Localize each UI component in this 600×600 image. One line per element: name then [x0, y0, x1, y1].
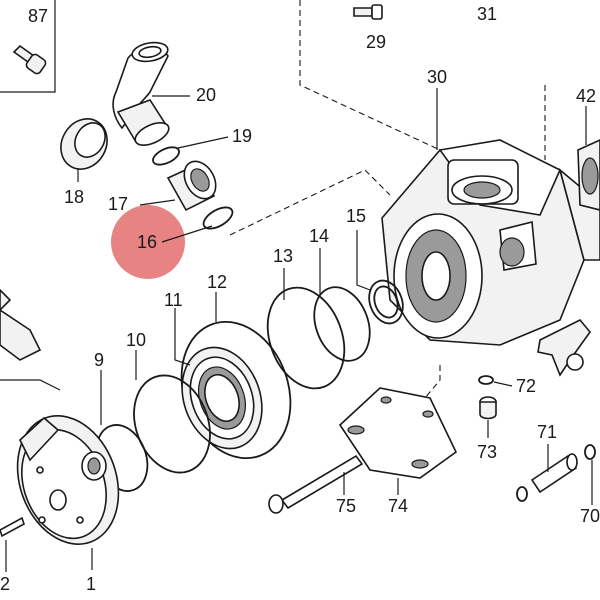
part-17-union[interactable] — [139, 156, 222, 212]
part-14-ring[interactable] — [305, 248, 380, 369]
part-16-o-ring[interactable] — [200, 203, 236, 233]
callout-75: 75 — [336, 496, 356, 516]
part-74-mounting-bracket[interactable] — [338, 387, 458, 495]
part-71-pin[interactable] — [530, 444, 578, 494]
part-2-screw[interactable] — [0, 516, 25, 572]
callout-20: 20 — [196, 85, 216, 105]
callout-70: 70 — [580, 506, 600, 526]
part-13-ring[interactable] — [254, 268, 357, 399]
callout-11: 11 — [164, 290, 183, 310]
part-11-bearing[interactable] — [169, 308, 276, 460]
callout-9: 9 — [94, 350, 104, 370]
part-19-o-ring[interactable] — [150, 136, 229, 168]
callout-42: 42 — [576, 86, 596, 106]
callout-74: 74 — [388, 496, 408, 516]
part-73-plug[interactable] — [479, 396, 497, 438]
callout-30: 30 — [427, 67, 447, 87]
part-72-o-ring[interactable] — [478, 375, 513, 387]
callout-16: 16 — [137, 232, 157, 252]
part-15-o-ring[interactable] — [356, 230, 409, 328]
callout-14: 14 — [309, 226, 329, 246]
callout-73: 73 — [477, 442, 497, 462]
callout-1: 1 — [86, 574, 96, 594]
callout-17: 17 — [108, 194, 128, 214]
assembly-line-a — [299, 0, 441, 151]
callout-12: 12 — [207, 272, 227, 292]
callout-15: 15 — [346, 206, 366, 226]
part-75-bolt[interactable] — [268, 454, 364, 514]
callout-31: 31 — [477, 4, 497, 24]
part-87-screw[interactable] — [12, 44, 47, 75]
assembly-line-c — [389, 365, 441, 441]
callout-72: 72 — [516, 376, 536, 396]
part-1-end-cover[interactable] — [0, 402, 135, 570]
part-70-o-rings[interactable] — [516, 444, 596, 505]
right-latch-component — [537, 319, 592, 377]
part-20-elbow-fitting[interactable] — [112, 40, 190, 150]
callout-18: 18 — [64, 187, 84, 207]
callout-71: 71 — [537, 422, 557, 442]
assembly-line-b — [229, 169, 391, 236]
callout-87: 87 — [28, 6, 48, 26]
part-30-pump-housing[interactable] — [381, 88, 600, 346]
highlight-marker — [111, 205, 185, 279]
left-partial-component — [0, 288, 61, 391]
callout-2: 2 — [0, 574, 10, 594]
callout-13: 13 — [273, 246, 293, 266]
callout-19: 19 — [232, 126, 252, 146]
inset-frame — [0, 0, 56, 93]
callout-10: 10 — [126, 330, 146, 350]
part-18-nut[interactable] — [52, 110, 116, 182]
callout-29: 29 — [366, 32, 386, 52]
part-29-screw[interactable] — [353, 4, 383, 20]
callout-16-leader — [161, 225, 213, 243]
part-42-component[interactable] — [577, 106, 600, 211]
